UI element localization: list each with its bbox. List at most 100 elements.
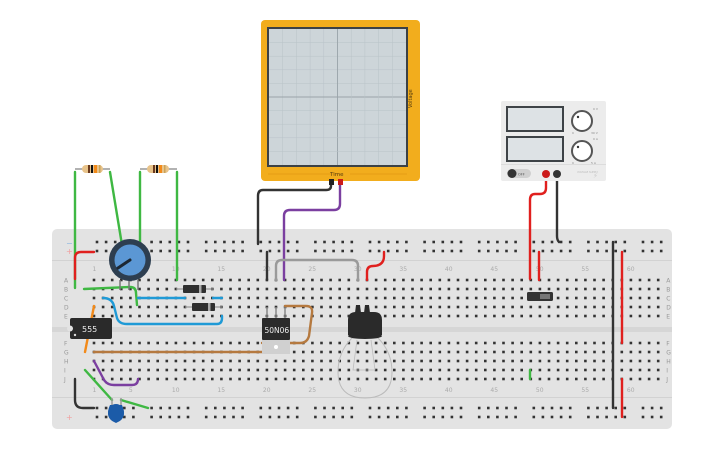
rail-hole[interactable] [204,249,208,253]
rail-hole[interactable] [487,415,490,419]
breadboard-hole[interactable] [101,341,105,345]
rail-hole[interactable] [277,406,281,410]
breadboard-hole[interactable] [456,305,460,309]
breadboard-hole[interactable] [575,296,578,300]
breadboard-hole[interactable] [110,377,114,381]
breadboard-hole[interactable] [302,314,305,318]
rail-hole[interactable] [350,240,354,244]
breadboard-hole[interactable] [647,314,651,318]
rail-hole[interactable] [277,415,281,419]
rail-hole[interactable] [432,249,435,253]
breadboard-hole[interactable] [192,314,196,318]
breadboard-hole[interactable] [602,278,605,282]
breadboard-hole[interactable] [329,368,332,372]
breadboard-hole[interactable] [201,314,205,318]
breadboard-hole[interactable] [383,296,387,300]
breadboard-hole[interactable] [129,296,132,300]
breadboard-hole[interactable] [447,341,451,345]
breadboard-hole[interactable] [575,368,578,372]
breadboard-hole[interactable] [420,359,423,363]
rail-hole[interactable] [314,249,317,253]
rail-hole[interactable] [95,240,99,244]
rail-hole[interactable] [368,406,372,410]
breadboard-hole[interactable] [620,350,624,354]
breadboard-hole[interactable] [447,359,451,363]
breadboard-hole[interactable] [584,359,587,363]
rail-hole[interactable] [259,249,263,253]
rail-hole[interactable] [641,415,645,419]
breadboard-hole[interactable] [593,359,596,363]
breadboard-hole[interactable] [156,287,159,291]
breadboard-hole[interactable] [265,368,269,372]
breadboard-hole[interactable] [420,350,423,354]
breadboard-hole[interactable] [429,350,432,354]
breadboard-hole[interactable] [220,359,223,363]
breadboard-hole[interactable] [183,359,187,363]
breadboard-hole[interactable] [347,305,351,309]
rail-hole[interactable] [459,240,463,244]
rail-hole[interactable] [386,240,390,244]
breadboard-hole[interactable] [92,278,96,282]
diode-1[interactable] [176,285,213,293]
rail-hole[interactable] [368,415,372,419]
rail-hole[interactable] [405,240,408,244]
rail-hole[interactable] [295,415,299,419]
breadboard-hole[interactable] [220,287,223,291]
breadboard-hole[interactable] [393,305,396,309]
breadboard-hole[interactable] [629,359,633,363]
breadboard-hole[interactable] [620,359,624,363]
breadboard-hole[interactable] [656,278,660,282]
breadboard-hole[interactable] [174,368,178,372]
breadboard-hole[interactable] [465,278,469,282]
breadboard-hole[interactable] [302,350,305,354]
rail-hole[interactable] [405,406,408,410]
breadboard-hole[interactable] [292,368,296,372]
rail-hole[interactable] [659,415,663,419]
resistor-1[interactable] [75,165,110,173]
breadboard-hole[interactable] [156,359,159,363]
breadboard-hole[interactable] [92,314,96,318]
breadboard-hole[interactable] [338,350,341,354]
breadboard-hole[interactable] [101,278,105,282]
wire-green-cap-right[interactable] [119,398,150,410]
voltage-knob[interactable] [571,110,593,132]
rail-hole[interactable] [332,249,335,253]
breadboard-hole[interactable] [165,278,169,282]
breadboard-hole[interactable] [602,368,605,372]
rail-hole[interactable] [514,406,517,410]
breadboard-hole[interactable] [247,359,250,363]
rail-hole[interactable] [214,406,217,410]
breadboard-hole[interactable] [602,377,605,381]
breadboard-hole[interactable] [129,377,132,381]
breadboard-hole[interactable] [393,368,396,372]
breadboard-hole[interactable] [383,305,387,309]
breadboard-hole[interactable] [283,377,287,381]
rail-hole[interactable] [605,415,608,419]
breadboard-hole[interactable] [538,359,542,363]
breadboard-hole[interactable] [256,359,260,363]
rail-hole[interactable] [650,249,654,253]
breadboard-hole[interactable] [438,359,442,363]
breadboard-hole[interactable] [238,377,241,381]
breadboard-hole[interactable] [656,377,660,381]
breadboard-hole[interactable] [211,377,214,381]
rail-hole[interactable] [450,415,454,419]
breadboard-hole[interactable] [192,377,196,381]
breadboard-hole[interactable] [565,296,569,300]
rail-hole[interactable] [532,406,536,410]
breadboard-hole[interactable] [120,287,123,291]
rail-hole[interactable] [550,240,554,244]
breadboard-hole[interactable] [229,305,232,309]
breadboard-hole[interactable] [229,296,232,300]
rail-hole[interactable] [232,240,235,244]
breadboard-hole[interactable] [602,314,605,318]
breadboard-hole[interactable] [229,287,232,291]
breadboard-hole[interactable] [402,296,405,300]
breadboard-hole[interactable] [493,278,496,282]
breadboard-hole[interactable] [302,287,305,291]
breadboard-hole[interactable] [593,314,596,318]
breadboard-hole[interactable] [192,341,196,345]
rail-hole[interactable] [396,249,399,253]
rail-hole[interactable] [168,406,172,410]
breadboard-hole[interactable] [484,368,487,372]
